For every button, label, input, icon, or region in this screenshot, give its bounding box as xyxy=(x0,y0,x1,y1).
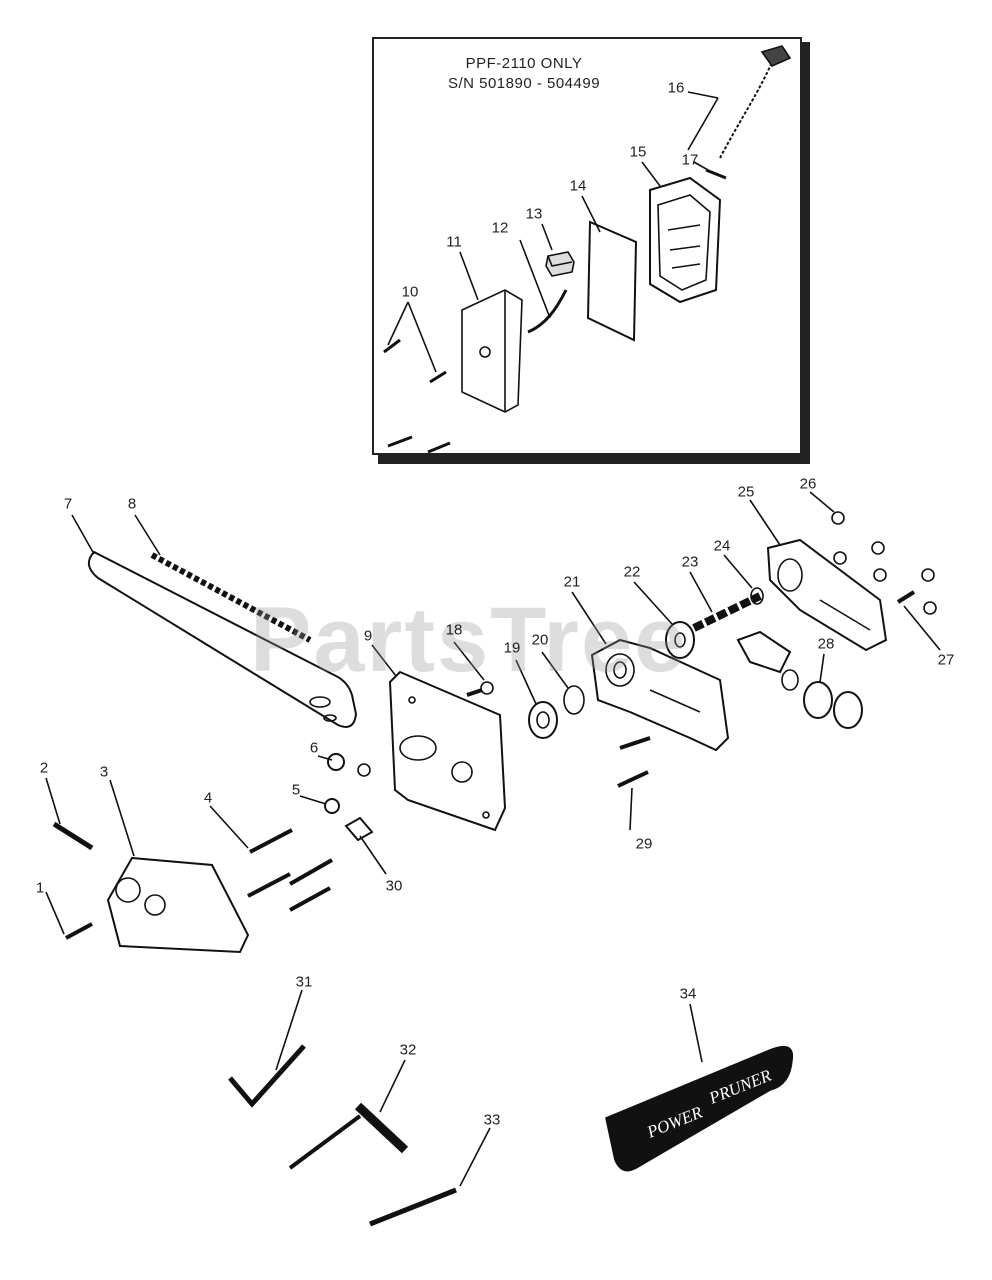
callout-12: 12 xyxy=(491,219,509,237)
callout-22: 22 xyxy=(623,563,641,581)
part-21-gear-case xyxy=(590,638,730,752)
part-6-nut-b xyxy=(357,763,371,777)
part-31-hex-key xyxy=(228,1044,306,1108)
part-24-collar xyxy=(750,587,764,605)
inset-title-serial: S/N 501890 - 504499 xyxy=(447,75,601,92)
callout-15: 15 xyxy=(629,143,647,161)
part-28-bearings xyxy=(736,630,863,729)
part-20-oring xyxy=(563,685,585,715)
part-10-screws xyxy=(383,338,451,454)
part-8-chain xyxy=(150,552,312,643)
part-34-sheath xyxy=(605,1045,794,1172)
part-18-screw xyxy=(466,681,494,697)
inset-box: PPF-2110 ONLY S/N 501890 - 504499 xyxy=(372,37,802,455)
callout-6: 6 xyxy=(309,739,319,757)
part-16-cable xyxy=(719,45,792,159)
callout-23: 23 xyxy=(681,553,699,571)
callout-18: 18 xyxy=(445,621,463,639)
callout-4: 4 xyxy=(203,789,213,807)
callout-27: 27 xyxy=(937,651,955,669)
part-7-guide-bar xyxy=(87,550,358,728)
part-29-screw-a xyxy=(619,736,651,750)
callout-26: 26 xyxy=(799,475,817,493)
part-32-wrench xyxy=(288,1102,409,1170)
callout-31: 31 xyxy=(295,973,313,991)
part-22-sprocket xyxy=(665,621,695,659)
part-25-housing xyxy=(766,538,888,652)
callout-16: 16 xyxy=(667,79,685,97)
part-3-cover xyxy=(106,856,250,954)
part-1-screw xyxy=(65,922,93,940)
callout-7: 7 xyxy=(63,495,73,513)
callout-17: 17 xyxy=(681,151,699,169)
callout-1: 1 xyxy=(35,879,45,897)
callout-28: 28 xyxy=(817,635,835,653)
callout-11: 11 xyxy=(446,233,462,251)
callout-9: 9 xyxy=(363,627,373,645)
callout-21: 21 xyxy=(563,573,581,591)
part-4-bolts xyxy=(247,828,333,912)
part-29-screw-b xyxy=(617,770,649,788)
callout-14: 14 xyxy=(569,177,587,195)
part-5-nut xyxy=(324,798,340,814)
part-9-plate xyxy=(388,670,507,832)
callout-29: 29 xyxy=(635,835,653,853)
callout-34: 34 xyxy=(679,985,697,1003)
callout-13: 13 xyxy=(525,205,543,223)
part-27-screw xyxy=(896,590,916,604)
part-26-nuts xyxy=(831,511,937,615)
part-14-gasket xyxy=(586,220,638,342)
inset-title-model: PPF-2110 ONLY xyxy=(465,55,583,72)
part-33-wrench xyxy=(369,1187,457,1227)
part-15-housing xyxy=(649,176,722,304)
callout-5: 5 xyxy=(291,781,301,799)
callout-19: 19 xyxy=(503,639,521,657)
part-6-nut xyxy=(327,753,345,771)
callout-8: 8 xyxy=(127,495,137,513)
callout-10: 10 xyxy=(401,283,419,301)
part-2-tensioner xyxy=(52,821,94,851)
callout-24: 24 xyxy=(713,537,731,555)
part-23-shaft xyxy=(692,592,762,632)
callout-32: 32 xyxy=(399,1041,417,1059)
part-19-bearing xyxy=(528,701,558,739)
part-30-tensioner xyxy=(344,816,374,842)
callout-33: 33 xyxy=(483,1111,501,1129)
callout-20: 20 xyxy=(531,631,549,649)
part-17-pin xyxy=(705,168,727,180)
callout-30: 30 xyxy=(385,877,403,895)
callout-3: 3 xyxy=(99,763,109,781)
part-13-block xyxy=(545,251,575,277)
part-11-cover xyxy=(461,289,523,413)
callout-25: 25 xyxy=(737,483,755,501)
callout-2: 2 xyxy=(39,759,49,777)
